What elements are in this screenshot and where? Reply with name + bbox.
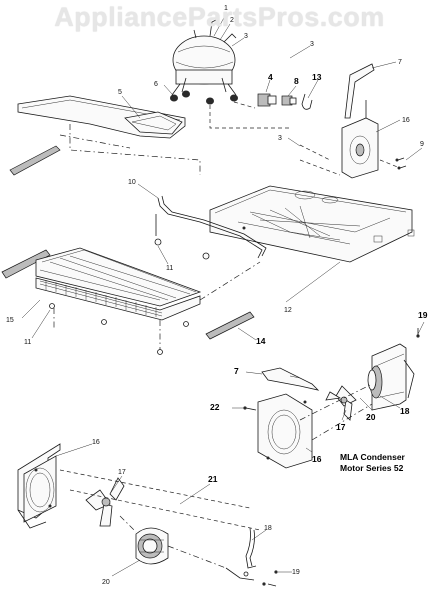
callout-11-left: 11 <box>24 339 31 346</box>
overload-protector <box>281 95 297 106</box>
seal-strip-upper <box>9 145 61 176</box>
callout-7-lower: 7 <box>234 366 239 376</box>
callout-20-right: 20 <box>366 412 376 422</box>
seal-strip-lower <box>1 249 51 279</box>
fan-blade-lower <box>85 477 125 527</box>
callout-6: 6 <box>154 81 158 88</box>
condenser-tube <box>154 195 267 260</box>
callout-5: 5 <box>118 89 122 96</box>
fan-bracket-upper <box>341 100 379 179</box>
motor-mla <box>367 328 420 411</box>
callout-8: 8 <box>294 76 299 86</box>
callout-19-lower: 19 <box>292 569 300 576</box>
relay <box>257 93 277 107</box>
callout-16-mid: 16 <box>312 454 322 464</box>
callout-7-top: 7 <box>398 59 402 66</box>
callout-3-side: 3 <box>310 41 314 48</box>
fan-motor-lower <box>135 527 169 565</box>
callout-20-lower: 20 <box>102 579 110 586</box>
callout-18-right: 18 <box>400 406 410 416</box>
callout-16-lower: 16 <box>92 439 100 446</box>
callout-15: 15 <box>6 317 14 324</box>
motor-bracket-21 <box>59 469 261 581</box>
callout-17-lower: 17 <box>118 469 126 476</box>
seal-strip-14 <box>205 311 255 340</box>
screws-lower <box>262 570 278 587</box>
callout-17-right: 17 <box>336 422 346 432</box>
callout-4: 4 <box>268 72 273 82</box>
callout-13: 13 <box>312 72 322 82</box>
note-line-2: Motor Series 52 <box>340 463 404 473</box>
base-pan <box>209 185 415 263</box>
drain-pan <box>17 95 186 139</box>
note-line-1: MLA Condenser <box>340 452 406 462</box>
callout-14: 14 <box>256 336 266 346</box>
callout-18-lower: 18 <box>264 525 272 532</box>
callout-3-mid: 3 <box>278 135 282 142</box>
callout-21: 21 <box>208 474 218 484</box>
callout-2: 2 <box>230 17 234 24</box>
callout-22: 22 <box>210 402 220 412</box>
condenser-shroud-bracket <box>344 63 375 119</box>
screws-upper <box>395 157 407 170</box>
callout-10: 10 <box>128 179 136 186</box>
fan-bracket-lower <box>17 443 61 529</box>
callout-16-top: 16 <box>402 117 410 124</box>
condenser-coil <box>35 247 202 355</box>
callout-1: 1 <box>224 5 228 12</box>
grommets <box>170 90 238 105</box>
bracket-7-lower <box>261 367 320 391</box>
compressor <box>171 19 237 96</box>
callout-3-top: 3 <box>244 33 248 40</box>
fan-bracket-mla <box>257 393 313 469</box>
callout-12: 12 <box>284 307 292 314</box>
callouts: 1 2 3 3 6 4 8 13 5 7 16 3 9 10 11 12 15 … <box>6 5 428 586</box>
fan-blade-mla <box>325 385 357 421</box>
relay-clip <box>301 93 313 110</box>
callout-9: 9 <box>420 141 424 148</box>
callout-19-right: 19 <box>418 310 428 320</box>
leader-lines <box>21 13 425 577</box>
callout-11-mid: 11 <box>166 265 173 272</box>
